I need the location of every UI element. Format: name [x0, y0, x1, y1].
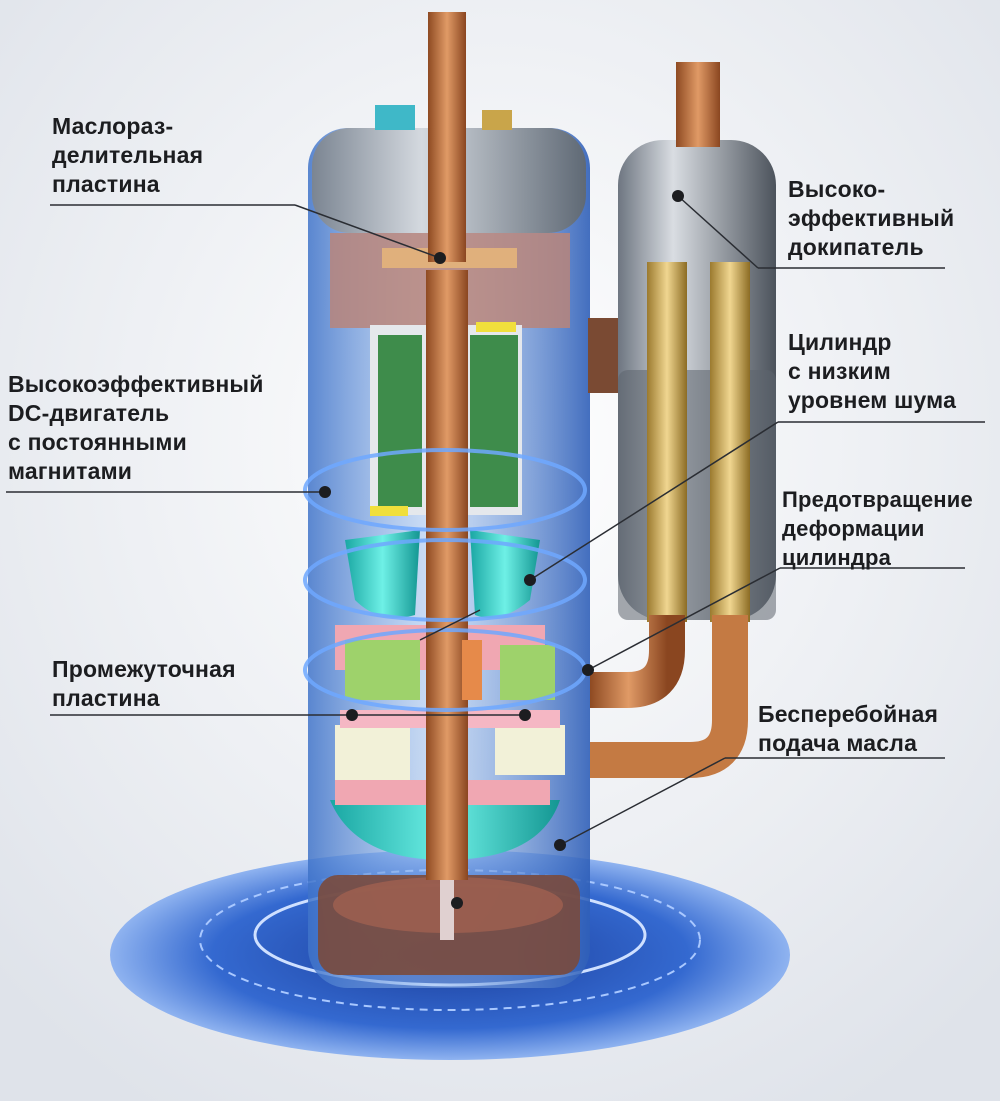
rotary-cylinder-right — [500, 645, 555, 700]
label-accumulator: Высоко- эффективный докипатель — [788, 176, 955, 260]
rotary-cylinder-left — [345, 640, 420, 700]
eccentric — [462, 640, 482, 700]
discharge-pipe — [428, 12, 466, 262]
label-intermediate-plate: Промежуточная пластина — [52, 656, 236, 711]
accumulator-tube-right — [710, 262, 750, 622]
stator-winding-right — [470, 335, 518, 507]
lower-cylinder-left — [335, 725, 410, 780]
oil-pick-up — [440, 880, 454, 940]
label-oil-separator-plate: Маслораз- делительная пластина — [52, 113, 204, 197]
lower-cylinder-right — [495, 725, 565, 775]
counterweight-upper — [345, 530, 420, 618]
leader-dots — [319, 190, 684, 909]
accumulator-tube-left — [647, 262, 687, 622]
winding-end-right — [476, 322, 516, 332]
suction-pipe-upper — [590, 615, 685, 708]
terminal-cover — [482, 110, 512, 130]
label-oil-supply: Бесперебойная подача масла — [758, 701, 939, 756]
accumulator-bracket — [588, 318, 618, 393]
terminal-block — [375, 105, 415, 130]
winding-end-left — [370, 506, 408, 516]
suction-pipe-lower — [590, 615, 748, 778]
crankshaft — [426, 270, 468, 880]
counterweight-upper-right — [470, 530, 540, 618]
stator-winding-left — [378, 335, 422, 507]
label-deformation-prevention: Предотвращение деформации цилиндра — [782, 487, 973, 570]
suction-inlet — [676, 62, 720, 147]
label-dc-motor: Высокоэффективный DC-двигатель с постоян… — [8, 371, 264, 484]
label-low-noise-cylinder: Цилиндр с низким уровнем шума — [788, 329, 957, 413]
leader-lines — [6, 195, 985, 846]
